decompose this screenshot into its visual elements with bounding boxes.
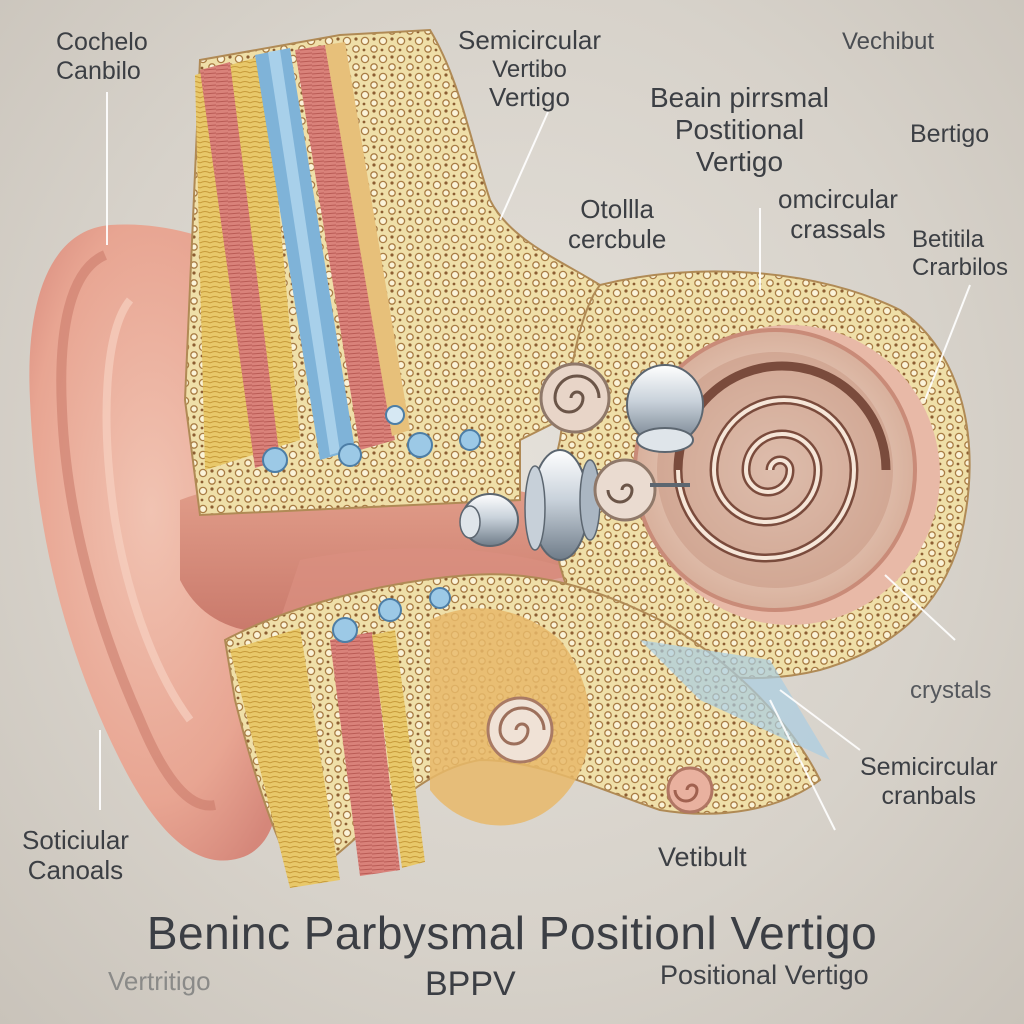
label-semicircular-top-line2: Vertibo [492, 55, 567, 83]
footer-left-label: Vertritigo [108, 966, 211, 996]
diagram-title: Beninc Parbysmal Positionl Vertigo [146, 907, 878, 959]
label-crystals: crystals [910, 677, 992, 704]
footer-right-label: Positional Vertigo [660, 960, 869, 990]
label-soticiular-line2: Canoals [27, 854, 124, 885]
label-soticiular-line1: Soticiular [22, 825, 129, 855]
label-bppv-top-line3: Vertigo [695, 146, 784, 178]
cochlea-spiral [633, 328, 917, 612]
label-bppv-top-line2: Postitional [674, 114, 805, 146]
label-otolith: Otollla cercbule [568, 194, 667, 255]
label-semicircular-bottom: Semicircular cranbals [860, 753, 998, 811]
label-omcircular: omcircular crassals [778, 184, 898, 245]
label-betitila-line2: Crarbilos [912, 253, 1009, 281]
label-cochlea: Cochelo Canbilo [56, 28, 148, 86]
diagram-abbrev: BPPV [425, 965, 516, 1003]
leader-lines [99, 92, 971, 831]
label-bppv-top: Beain pirrsmal Postitional Vertigo [650, 82, 829, 179]
label-cochlea-line1: Cochelo [56, 28, 148, 56]
label-bertigo: Bertigo [910, 120, 990, 148]
label-semicircular-top-line1: Semicircular [458, 25, 602, 55]
label-cochlea-line2: Canbilo [56, 56, 141, 85]
label-soticiular: Soticiular Canoals [22, 825, 129, 886]
label-semicircular-bottom-line2: cranbals [881, 781, 977, 810]
label-betitila: Betitila Crarbilos [912, 226, 1008, 281]
label-betitila-line1: Betitila [912, 226, 985, 253]
label-otolith-line2: cercbule [568, 223, 667, 254]
label-vechibut: Vechibut [842, 28, 935, 55]
ossicles [459, 362, 704, 561]
label-otolith-line1: Otollla [580, 194, 654, 224]
lower-bone-section [223, 573, 830, 888]
label-semicircular-top: Semicircular Vertibo Vertigo [458, 25, 602, 113]
upper-bone-section [183, 28, 725, 517]
label-omcircular-line2: crassals [790, 213, 886, 244]
label-omcircular-line1: omcircular [778, 184, 898, 214]
label-semicircular-top-line3: Vertigo [489, 82, 570, 113]
label-vetibult: Vetibult [658, 842, 747, 872]
label-bppv-top-line1: Beain pirrsmal [650, 82, 829, 113]
label-semicircular-bottom-line1: Semicircular [860, 753, 998, 781]
